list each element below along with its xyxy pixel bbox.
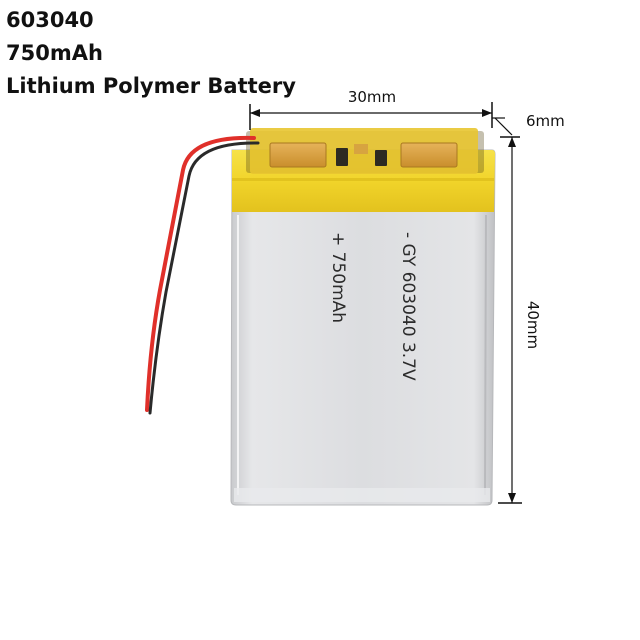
thickness-label: 6mm: [526, 112, 565, 130]
thickness-line: [494, 117, 513, 136]
black-wire: [148, 141, 260, 415]
height-arrow-top: [508, 137, 516, 147]
chip-component-2: [375, 150, 387, 166]
tape-edge: [232, 178, 494, 181]
height-arrow-bottom: [508, 493, 516, 503]
battery-label-line1: - GY 603040 3.7V: [398, 232, 418, 381]
product-heading: 603040 750mAh Lithium Polymer Battery: [6, 4, 296, 103]
battery-bottom-seal: [234, 488, 490, 502]
red-wire: [145, 135, 256, 412]
width-label: 30mm: [348, 88, 396, 106]
solder-pad-left: [269, 142, 327, 168]
height-dimension: 40mm: [498, 136, 542, 504]
width-dimension: 30mm: [249, 88, 493, 130]
capacity-text: 750mAh: [6, 41, 103, 65]
model-number: 603040: [6, 8, 94, 32]
width-arrow-left: [250, 109, 260, 117]
battery-body: [230, 128, 496, 506]
battery-markings: - GY 603040 3.7V + 750mAh: [328, 232, 418, 381]
width-arrow-right: [482, 109, 492, 117]
chip-component-1: [336, 148, 348, 166]
battery-edge-shadow: [484, 214, 487, 496]
thickness-dimension: 6mm: [492, 112, 565, 136]
solder-pad-right: [400, 142, 458, 168]
battery-wires: [145, 135, 260, 415]
height-label: 40mm: [524, 301, 542, 349]
component-pad: [354, 144, 368, 154]
battery-type: Lithium Polymer Battery: [6, 74, 296, 98]
battery-label-line2: + 750mAh: [328, 232, 348, 323]
